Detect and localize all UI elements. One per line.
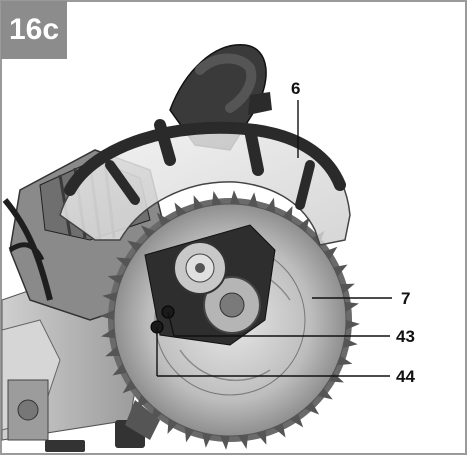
blade-tooth — [304, 402, 320, 415]
blade-tooth — [100, 310, 115, 320]
leader-43-a — [167, 311, 175, 337]
blade-tooth — [107, 274, 124, 285]
blade-tooth — [230, 190, 240, 205]
blade-tooth — [112, 363, 127, 376]
blade-tooth — [256, 430, 267, 445]
blade-tooth — [167, 418, 178, 434]
blade-tooth — [220, 435, 230, 450]
callout-label-44: 44 — [396, 367, 415, 386]
base-legs — [45, 400, 160, 452]
blade-tooth — [345, 320, 360, 330]
blade-tooth — [156, 212, 171, 227]
blade-tooth — [238, 434, 249, 449]
blade-tooth — [127, 240, 143, 252]
callout-label-7: 7 — [401, 289, 411, 308]
blade-tooth — [265, 197, 276, 214]
blade-tooth — [122, 379, 137, 394]
blade-tooth — [202, 432, 212, 448]
blade-tooth — [336, 355, 353, 366]
blade-guard — [59, 119, 351, 246]
blade-tooth — [116, 257, 132, 268]
blade-tooth — [328, 372, 344, 383]
blade-tooth — [344, 301, 359, 312]
blade-tooth — [140, 225, 156, 238]
blade-tooth — [342, 338, 358, 348]
blade-tooth — [193, 195, 204, 210]
blade-tooth — [317, 388, 333, 400]
blade-tooth — [282, 206, 293, 222]
blade-tooth — [248, 192, 258, 208]
figure-number-badge: 16c — [1, 1, 67, 59]
blade-tooth — [184, 426, 195, 443]
blade-tooth — [101, 328, 116, 339]
blade-tooth — [174, 202, 187, 217]
blade-tooth — [340, 283, 355, 294]
saw-body — [1, 279, 141, 441]
blade-tooth — [211, 191, 222, 206]
blade-tooth — [298, 217, 310, 233]
blade-tooth — [105, 346, 120, 357]
blade-tooth — [333, 264, 348, 277]
callout-label-6: 6 — [291, 79, 301, 98]
blade-tooth — [323, 246, 338, 261]
callout-label-43: 43 — [396, 327, 415, 346]
blade-tooth — [289, 413, 304, 428]
blade-tooth — [102, 292, 118, 302]
blade-flange — [144, 224, 276, 346]
blade-tooth — [273, 423, 286, 438]
